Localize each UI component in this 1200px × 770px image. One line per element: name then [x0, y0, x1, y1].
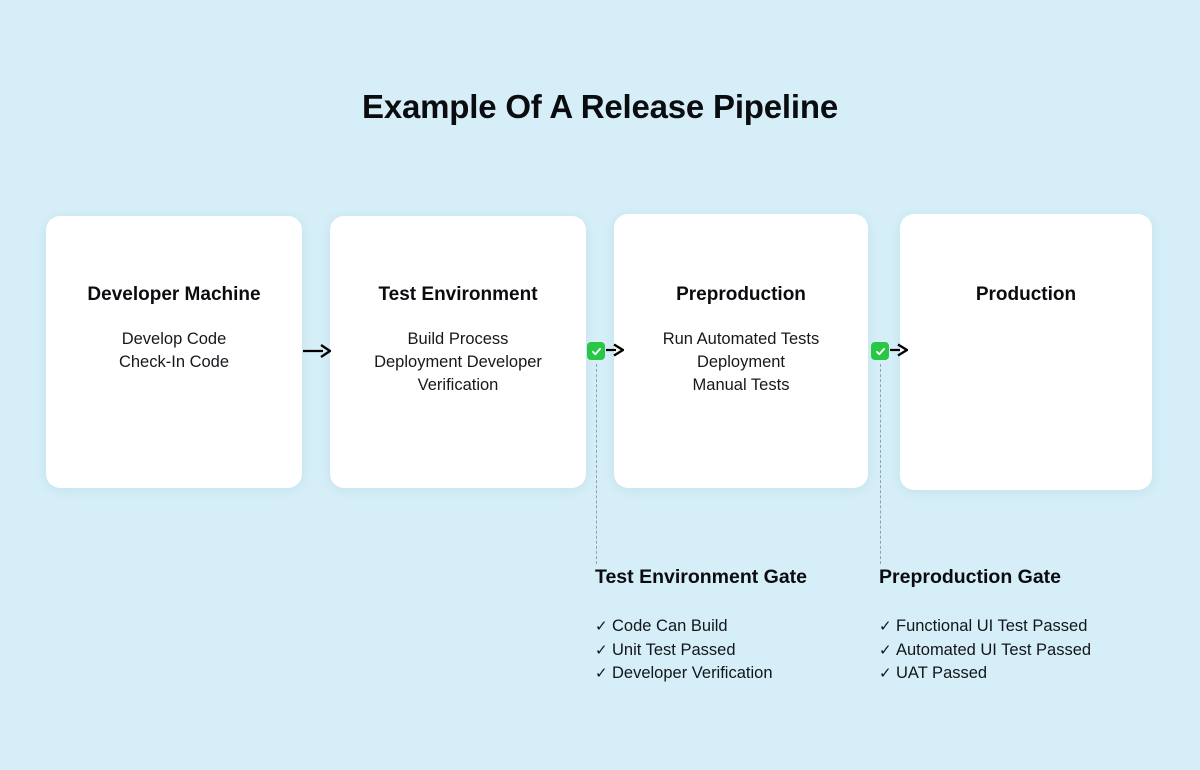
- arrow-right-icon: [606, 343, 624, 357]
- gate-criteria-list: ✓ Functional UI Test Passed ✓ Automated …: [879, 615, 1159, 686]
- gate-connector-line: [880, 364, 881, 564]
- stage-card-title: Test Environment: [378, 284, 538, 305]
- stage-card-preproduction[interactable]: Preproduction Run Automated Tests Deploy…: [614, 214, 868, 488]
- check-icon: [875, 347, 885, 355]
- gate-criterion-label: Developer Verification: [612, 664, 773, 682]
- gate-criterion: ✓ Developer Verification: [595, 662, 863, 686]
- gate-criterion-label: Functional UI Test Passed: [896, 617, 1088, 635]
- green-check-badge-icon[interactable]: [871, 342, 889, 360]
- green-check-badge-icon[interactable]: [587, 342, 605, 360]
- gate-details-test-environment: Test Environment Gate ✓ Code Can Build ✓…: [595, 566, 863, 686]
- arrow-right-icon: [890, 343, 908, 357]
- gate-criterion-label: Automated UI Test Passed: [896, 640, 1092, 659]
- check-icon: ✓: [595, 618, 608, 635]
- check-icon: ✓: [879, 618, 892, 635]
- gate-criterion: ✓ UAT Passed: [879, 662, 1159, 686]
- stage-card-test-environment[interactable]: Test Environment Build Process Deploymen…: [330, 216, 586, 488]
- check-icon: ✓: [595, 665, 608, 682]
- gate-criterion-label: UAT Passed: [896, 664, 988, 682]
- stage-card-title: Production: [975, 284, 1077, 305]
- check-icon: ✓: [879, 641, 892, 659]
- gate-title: Preproduction Gate: [879, 566, 1062, 588]
- stage-card-developer-machine[interactable]: Developer Machine Develop Code Check-In …: [46, 216, 302, 488]
- stage-card-title: Developer Machine: [87, 284, 261, 305]
- gate-criterion: ✓ Unit Test Passed: [595, 639, 863, 663]
- gate-criterion-label: Unit Test Passed: [612, 640, 736, 659]
- arrow-right-icon: [303, 344, 331, 358]
- gate-criterion: ✓ Code Can Build: [595, 615, 863, 639]
- gate-criteria-list: ✓ Code Can Build ✓ Unit Test Passed ✓ De…: [595, 615, 863, 686]
- check-icon: [591, 347, 601, 355]
- stage-card-activities: Build Process Deployment Developer Verif…: [374, 330, 542, 394]
- gate-criterion: ✓ Functional UI Test Passed: [879, 615, 1159, 639]
- page-title: Example Of A Release Pipeline: [362, 88, 838, 125]
- stage-card-production[interactable]: Production: [900, 214, 1152, 490]
- gate-connector-line: [596, 364, 597, 564]
- gate-criterion: ✓ Automated UI Test Passed: [879, 639, 1159, 663]
- check-icon: ✓: [879, 665, 892, 682]
- stage-card-activities: Develop Code Check-In Code: [118, 330, 230, 371]
- gate-criterion-label: Code Can Build: [612, 617, 728, 635]
- gate-title: Test Environment Gate: [595, 566, 808, 588]
- check-icon: ✓: [595, 641, 608, 659]
- stage-card-title: Preproduction: [676, 284, 806, 305]
- gate-details-preproduction: Preproduction Gate ✓ Functional UI Test …: [879, 566, 1159, 686]
- stage-card-activities: Run Automated Tests Deployment Manual Te…: [662, 330, 820, 394]
